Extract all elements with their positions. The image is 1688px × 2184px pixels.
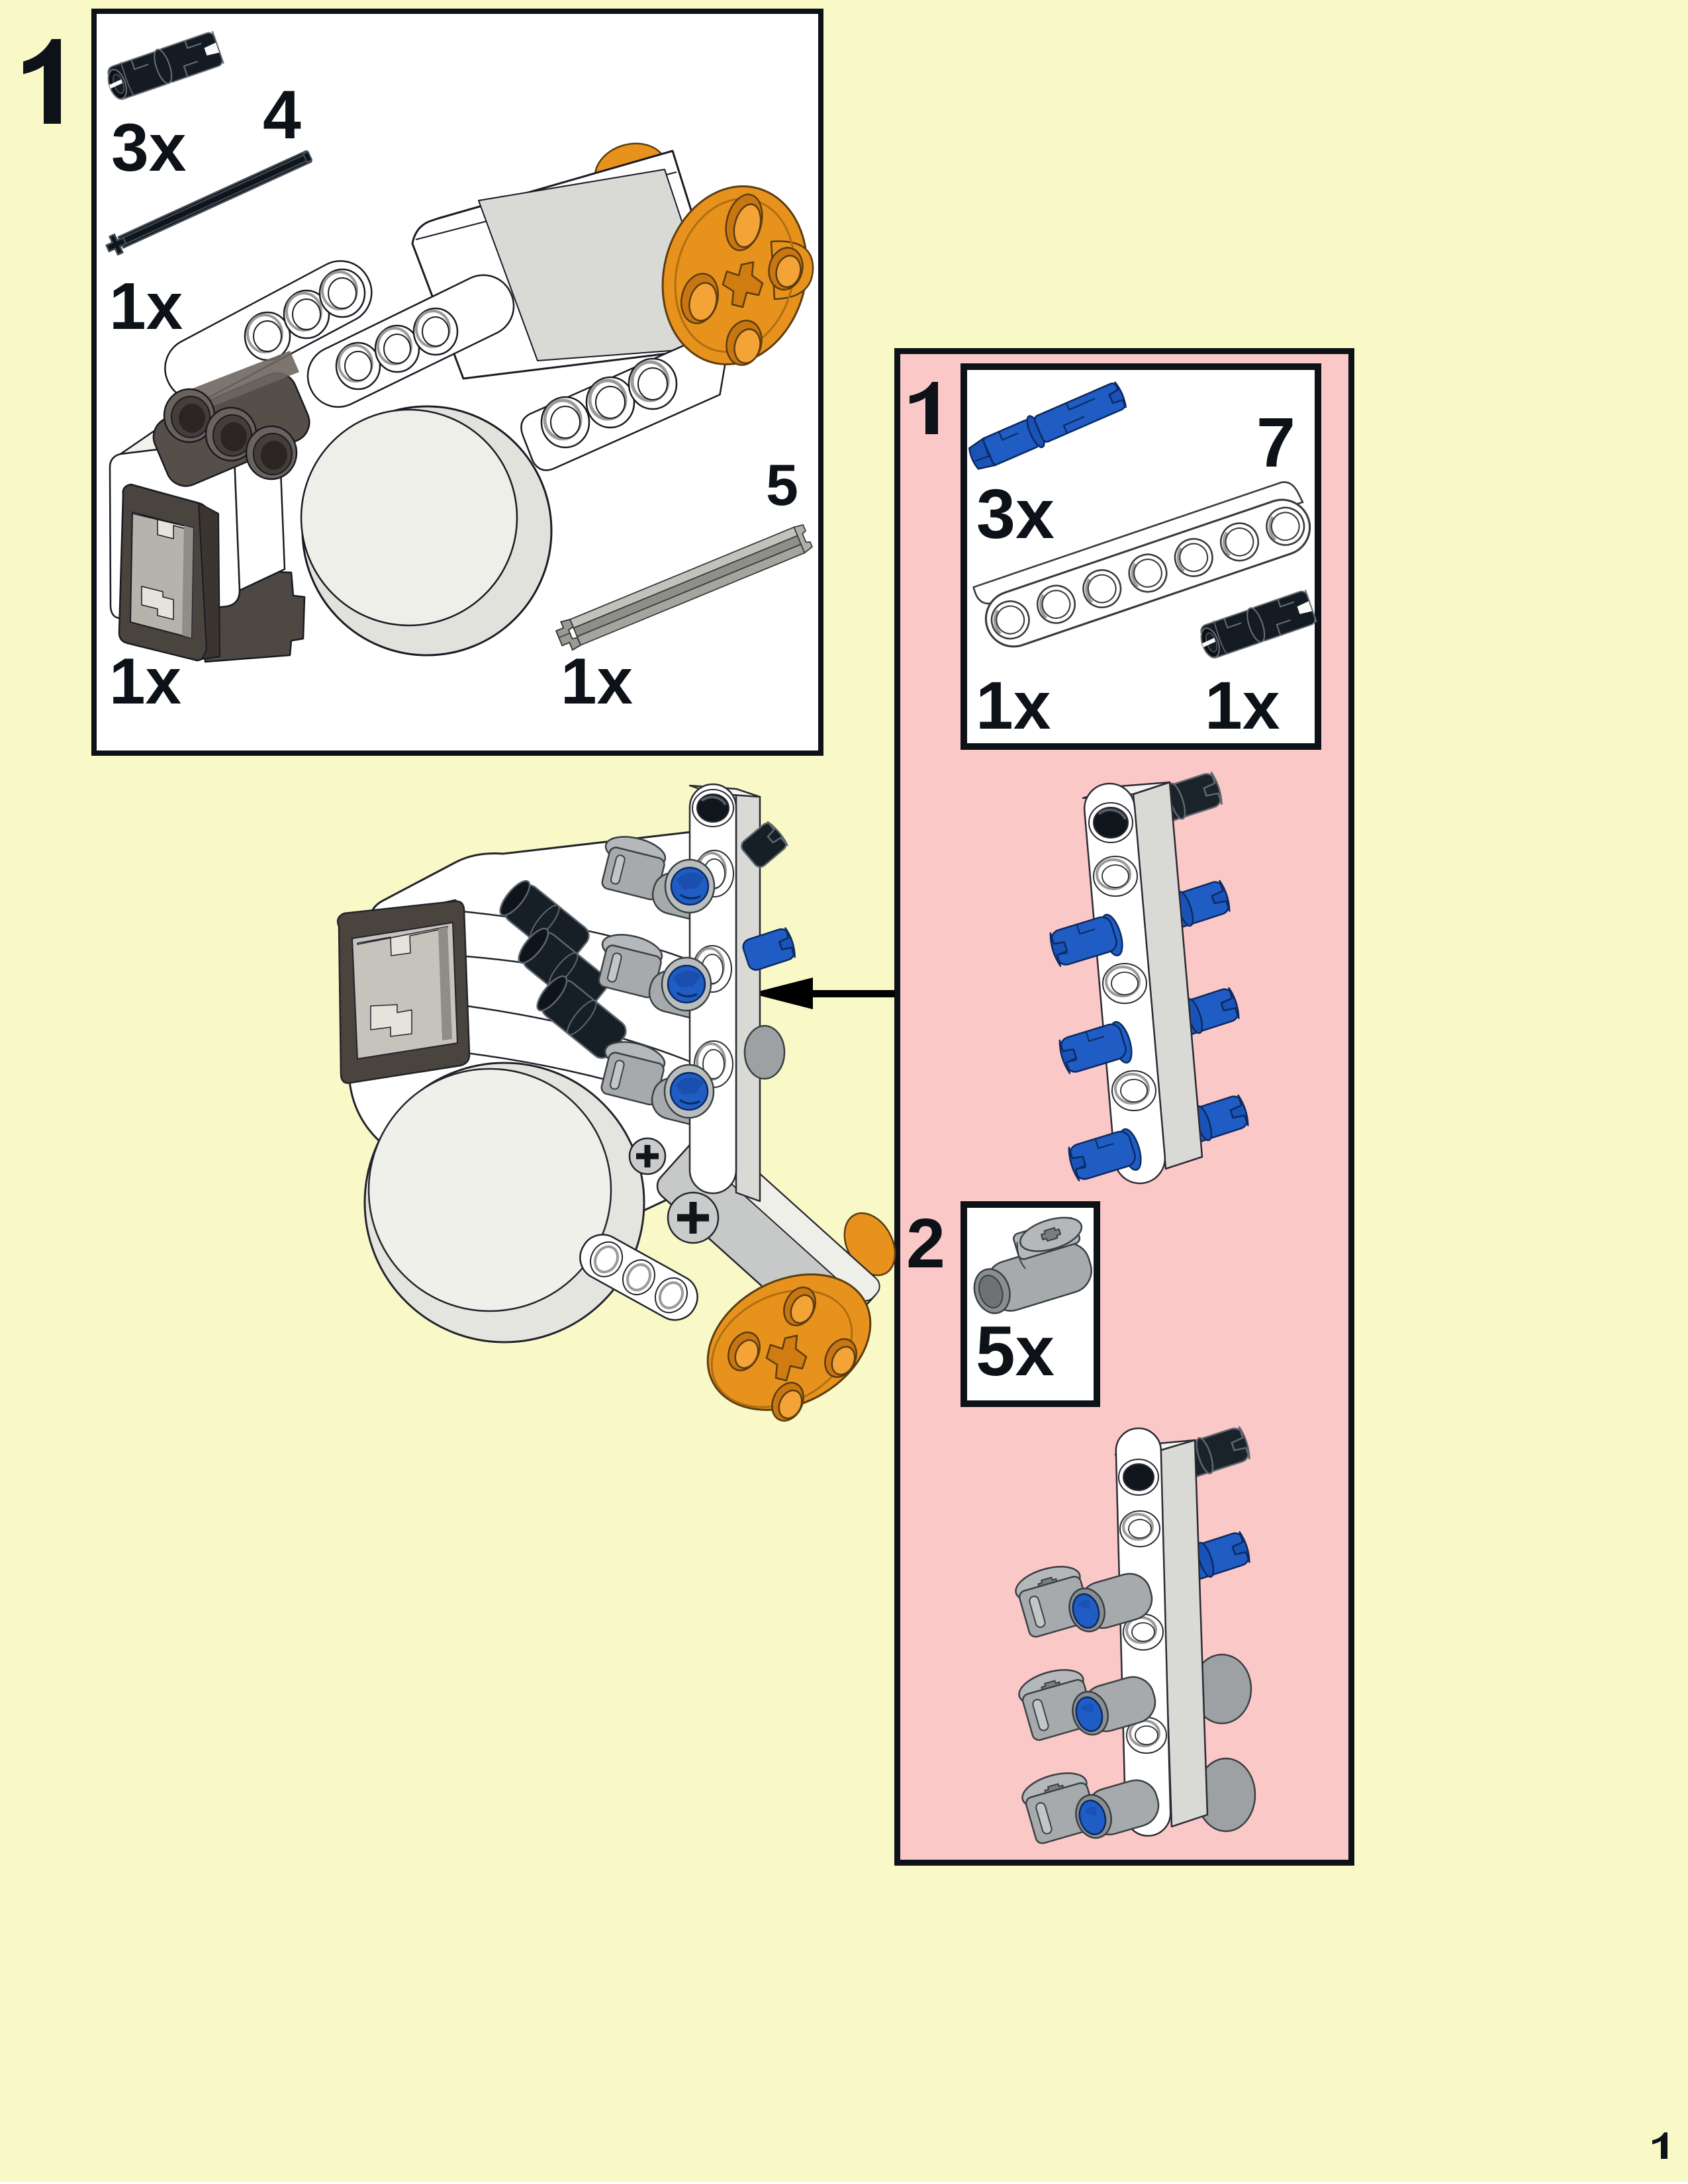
svg-text:1x: 1x xyxy=(109,269,183,343)
svg-text:1x: 1x xyxy=(976,668,1051,743)
svg-text:3x: 3x xyxy=(976,475,1055,553)
svg-text:3x: 3x xyxy=(111,110,186,185)
svg-text:1x: 1x xyxy=(1205,668,1280,743)
svg-text:1x: 1x xyxy=(109,645,181,717)
svg-text:1x: 1x xyxy=(561,645,633,717)
svg-text:7: 7 xyxy=(1256,404,1295,482)
svg-text:5x: 5x xyxy=(976,1311,1055,1390)
svg-text:2: 2 xyxy=(906,1205,945,1283)
svg-text:4: 4 xyxy=(263,77,301,154)
svg-text:5: 5 xyxy=(766,452,798,518)
